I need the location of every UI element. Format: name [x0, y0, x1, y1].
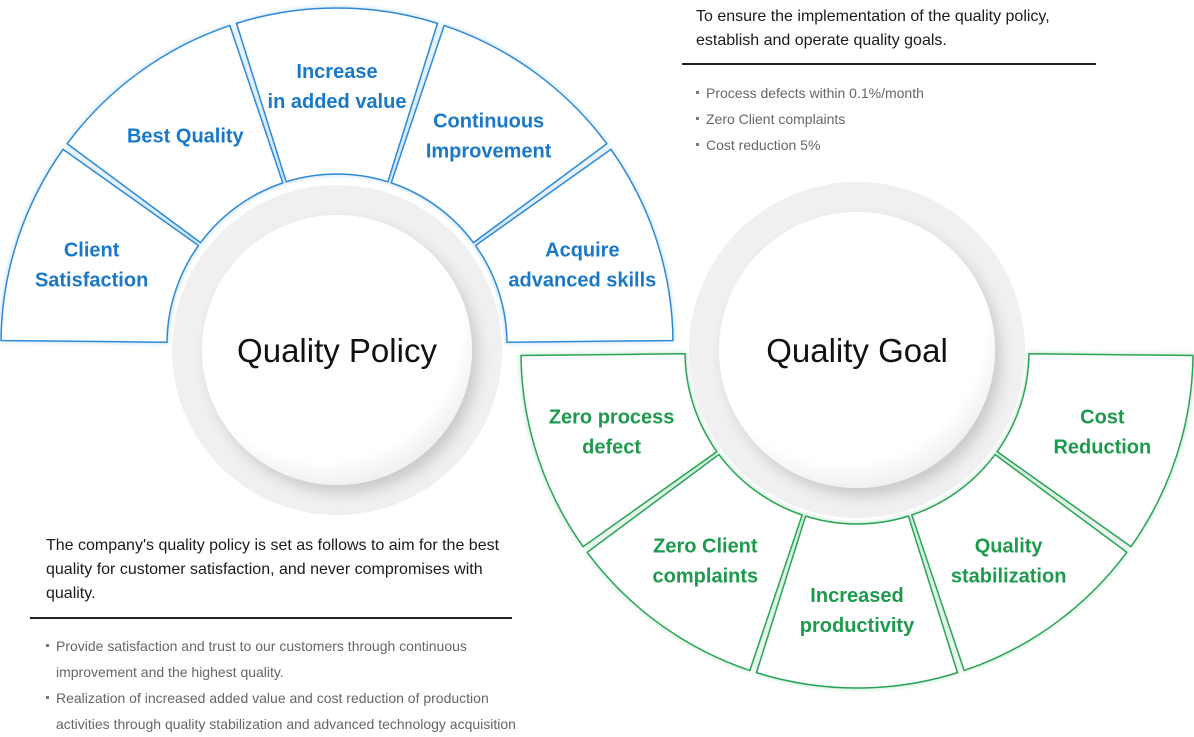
goal-segment: [755, 515, 959, 689]
goal-segment-label: Zero process: [549, 407, 675, 429]
goal-description-block: To ensure the implementation of the qual…: [682, 5, 1102, 158]
policy-segment-label: advanced skills: [508, 269, 656, 291]
policy-center: Quality Policy: [172, 185, 502, 515]
policy-bullet-list: Provide satisfaction and trust to our cu…: [30, 633, 530, 737]
goal-bullet: Process defects within 0.1%/month: [696, 80, 1102, 106]
goal-description: To ensure the implementation of the qual…: [696, 8, 1050, 49]
goal-segment-label: Increased: [810, 585, 903, 607]
goal-bullet: Zero Client complaints: [696, 106, 1102, 132]
policy-bullet: Realization of increased added value and…: [46, 685, 530, 737]
policy-description: The company's quality policy is set as f…: [46, 537, 500, 602]
policy-segment-label: Improvement: [426, 140, 552, 162]
goal-segment-label: Reduction: [1053, 437, 1151, 459]
policy-segment-label: Continuous: [433, 110, 544, 132]
goal-segment-label: complaints: [653, 566, 759, 588]
goal-segment: [910, 453, 1128, 672]
policy-segment-label: Client: [64, 239, 120, 261]
goal-center-disc: [719, 212, 995, 488]
policy-segment: [66, 24, 284, 244]
policy-ring: [0, 7, 674, 343]
policy-divider: [30, 617, 512, 619]
goal-divider: [682, 63, 1096, 65]
policy-segment-label: Acquire: [545, 239, 619, 261]
goal-segment-label: Quality: [975, 536, 1044, 558]
goal-segment: [586, 453, 804, 672]
policy-center-disc: [202, 215, 472, 485]
goal-segment-label: stabilization: [951, 566, 1067, 588]
goal-center-title: Quality Goal: [766, 332, 948, 369]
goal-bullet: Cost reduction 5%: [696, 132, 1102, 158]
goal-bullet-list: Process defects within 0.1%/month Zero C…: [682, 80, 1102, 158]
policy-segment: [0, 148, 200, 343]
goal-segment-label: Zero Client: [653, 536, 758, 558]
policy-segment: [474, 148, 674, 343]
goal-center: Quality Goal: [689, 182, 1025, 518]
policy-segment-label: Increase: [296, 61, 377, 83]
goal-ring: [520, 353, 1194, 689]
policy-bullet: Provide satisfaction and trust to our cu…: [46, 633, 530, 685]
goal-segment-label: productivity: [800, 615, 915, 637]
goal-segment-label: defect: [582, 437, 641, 459]
policy-segment: [390, 24, 608, 244]
goal-segment: [996, 353, 1194, 548]
goal-segment: [520, 353, 718, 548]
policy-segment-label: Best Quality: [127, 125, 245, 147]
policy-segment-label: Satisfaction: [35, 269, 148, 291]
policy-center-title: Quality Policy: [237, 332, 437, 369]
policy-description-block: The company's quality policy is set as f…: [30, 534, 530, 737]
goal-segment-label: Cost: [1080, 407, 1125, 429]
policy-segment: [235, 7, 439, 183]
policy-segment-label: in added value: [268, 91, 407, 113]
